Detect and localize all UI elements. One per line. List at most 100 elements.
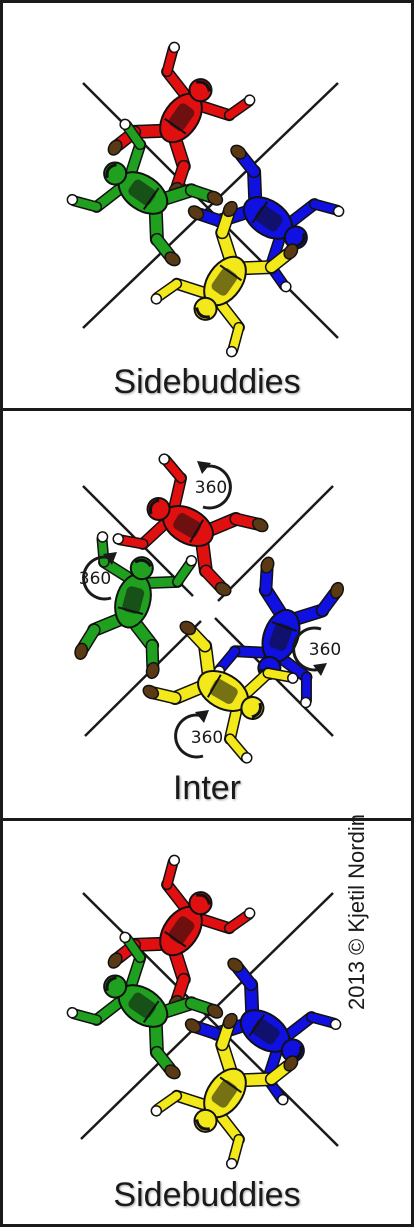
copyright-notice: 2013 © Kjetil Nordin bbox=[344, 814, 369, 1010]
jumper-container bbox=[122, 586, 145, 614]
jumper-glove bbox=[329, 1018, 342, 1031]
jumper-boot bbox=[283, 243, 299, 260]
jumper-glove bbox=[119, 118, 131, 131]
jumper-green bbox=[66, 931, 224, 1080]
jumper-harness bbox=[164, 930, 187, 948]
formation-sidebuddies-2 bbox=[66, 854, 342, 1170]
rotation-arrow-left: 360 bbox=[79, 552, 117, 601]
jumper-visor bbox=[105, 163, 117, 179]
jumper-visor bbox=[195, 307, 211, 319]
rotation-arrow-right: 360 bbox=[292, 626, 341, 676]
jumper-glove bbox=[158, 453, 170, 465]
jumper-glove bbox=[185, 554, 198, 567]
jumper-boot bbox=[230, 144, 247, 160]
jumper-container bbox=[211, 267, 238, 296]
jumper-forearm bbox=[115, 535, 148, 548]
jumper-forearm bbox=[310, 200, 341, 215]
jumper-harness bbox=[117, 606, 144, 615]
jumper-yellow bbox=[142, 620, 299, 764]
jumper-harness bbox=[142, 1000, 160, 1023]
jumper-forearm bbox=[225, 734, 250, 761]
jumper-glove bbox=[119, 931, 131, 944]
jumper-visor bbox=[195, 80, 211, 92]
jumper-container bbox=[173, 513, 202, 538]
formation-sidebuddies-1 bbox=[66, 41, 345, 358]
jumper-glove bbox=[243, 94, 256, 106]
jumper-container bbox=[254, 205, 283, 232]
rotation-label: 360 bbox=[79, 569, 111, 589]
jumper-boot bbox=[184, 1018, 202, 1034]
jumper-forearm bbox=[153, 1091, 181, 1114]
diagonal-line bbox=[217, 485, 334, 602]
jumper-yellow bbox=[150, 200, 299, 358]
jumper-glove bbox=[280, 280, 292, 293]
jumper-boot bbox=[283, 1055, 299, 1072]
jumper-forearm bbox=[153, 279, 181, 302]
jumper-harness bbox=[219, 264, 242, 282]
jumper-container bbox=[269, 623, 293, 651]
jumper-harness bbox=[219, 1076, 242, 1094]
jumper-forearm bbox=[225, 97, 253, 120]
jumper-red bbox=[112, 453, 269, 597]
jumper-glove bbox=[66, 193, 79, 206]
jumper-forearm bbox=[122, 121, 145, 149]
jumper-glove bbox=[300, 696, 312, 709]
jumper-yellow bbox=[150, 1012, 299, 1170]
jumper-forearm bbox=[173, 558, 195, 586]
panel-sidebuddies-bottom: Sidebuddies bbox=[3, 821, 411, 1224]
jumper-forearm bbox=[163, 45, 178, 76]
jumper-boot bbox=[329, 581, 344, 599]
jumper-visor bbox=[148, 498, 160, 515]
jumper-boot bbox=[260, 556, 275, 574]
jumper-glove bbox=[150, 293, 163, 305]
jumper-boot bbox=[164, 1064, 181, 1080]
diagonal-line bbox=[82, 82, 339, 329]
jumper-glove bbox=[241, 752, 253, 764]
jumper-glove bbox=[225, 345, 238, 358]
jumper-forearm bbox=[163, 858, 178, 889]
jumper-boot bbox=[179, 620, 197, 636]
rotation-arrow-top: 360 bbox=[195, 461, 232, 510]
rotation-label: 360 bbox=[191, 728, 223, 748]
jumper-forearm bbox=[302, 673, 311, 705]
jumper-red bbox=[107, 41, 256, 199]
jumper-harness bbox=[164, 117, 187, 135]
jumper-glove bbox=[168, 41, 181, 54]
jumper-glove bbox=[332, 205, 345, 218]
jumper-boot bbox=[107, 139, 123, 156]
jumper-forearm bbox=[228, 1135, 243, 1166]
jumper-green bbox=[74, 531, 198, 680]
jumper-glove bbox=[112, 533, 124, 545]
formation-inter: 360 360 360 360 bbox=[74, 453, 344, 764]
jumper-boot bbox=[222, 1012, 238, 1030]
jumper-visor bbox=[105, 976, 117, 992]
jumper-glove bbox=[168, 854, 181, 867]
jumper-blue bbox=[213, 556, 344, 709]
panel-divider-2 bbox=[0, 818, 414, 821]
jumper-boot bbox=[142, 684, 160, 700]
jumper-harness bbox=[251, 201, 269, 224]
jumper-boot bbox=[222, 200, 238, 218]
rotation-label: 360 bbox=[309, 640, 341, 660]
jumper-container bbox=[209, 679, 238, 704]
jumper-container bbox=[251, 1018, 280, 1045]
jumper-forearm bbox=[225, 910, 253, 933]
jumper-visor bbox=[195, 893, 211, 905]
jumper-forearm bbox=[70, 1009, 101, 1024]
jumper-boot bbox=[206, 190, 224, 206]
panel-caption: Sidebuddies bbox=[113, 363, 301, 401]
jumper-harness bbox=[189, 519, 205, 543]
jumper-visor bbox=[195, 1119, 211, 1131]
jumper-container bbox=[168, 103, 195, 132]
jumper-harness bbox=[271, 621, 297, 632]
jumper-boot bbox=[227, 957, 244, 973]
diagonal-line bbox=[84, 620, 202, 737]
jumper-forearm bbox=[161, 456, 186, 483]
jumper-boot bbox=[145, 661, 160, 680]
jumper-glove bbox=[243, 907, 256, 919]
jumper-harness bbox=[206, 674, 222, 698]
jumper-boot bbox=[214, 581, 232, 597]
jumper-forearm bbox=[307, 1013, 338, 1028]
jumper-harness bbox=[248, 1014, 266, 1037]
